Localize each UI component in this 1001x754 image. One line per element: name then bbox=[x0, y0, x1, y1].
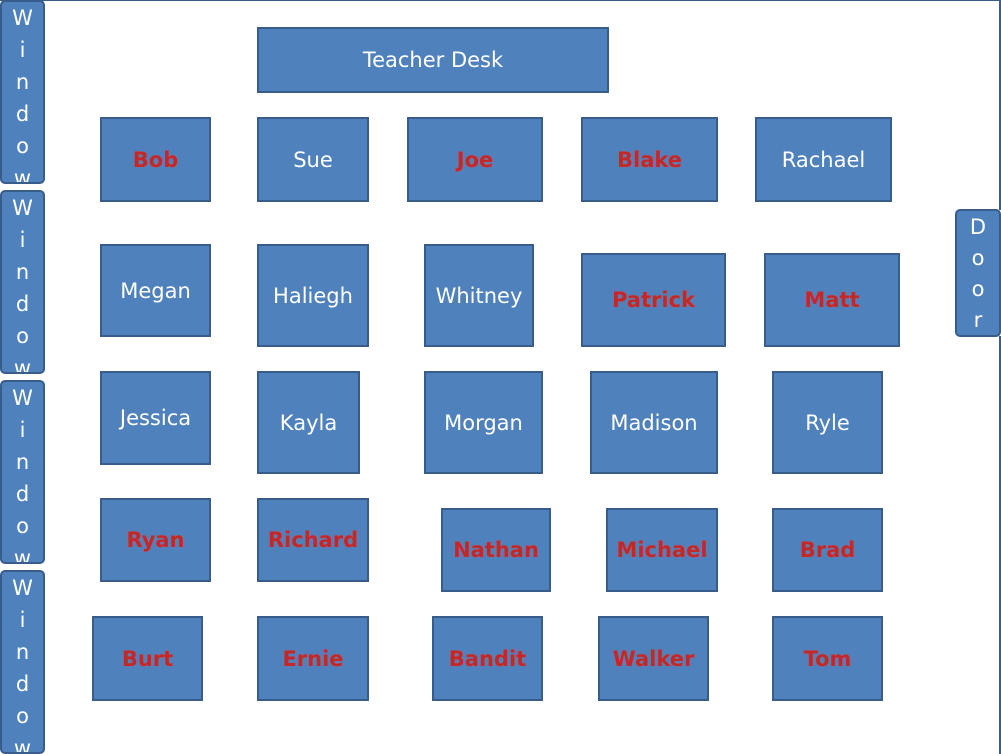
window-letter: o bbox=[16, 134, 29, 158]
student-desk: Rachael bbox=[755, 117, 892, 202]
window-letter: i bbox=[19, 38, 26, 62]
window-letter: W bbox=[12, 196, 33, 220]
student-desk: Patrick bbox=[581, 253, 726, 347]
student-desk: Matt bbox=[764, 253, 900, 347]
teacher-desk: Teacher Desk bbox=[257, 27, 609, 93]
student-desk: Sue bbox=[257, 117, 369, 202]
door-letter: r bbox=[973, 307, 983, 332]
door: D o o r bbox=[955, 209, 1001, 337]
student-desk: Jessica bbox=[100, 371, 211, 465]
student-desk: Richard bbox=[257, 498, 369, 582]
student-desk: Bob bbox=[100, 117, 211, 202]
window-letter: d bbox=[15, 672, 30, 696]
window-4: W i n d o w bbox=[0, 570, 45, 754]
window-letter: o bbox=[16, 704, 29, 728]
student-desk: Michael bbox=[606, 508, 718, 592]
student-desk: Burt bbox=[92, 616, 203, 701]
room-right-border-lower bbox=[999, 336, 1001, 754]
student-desk: Ryle bbox=[772, 371, 883, 474]
student-desk: Morgan bbox=[424, 371, 543, 474]
window-letter: w bbox=[13, 166, 32, 184]
door-letter: o bbox=[971, 276, 985, 301]
room-right-border bbox=[999, 0, 1001, 210]
window-letter: n bbox=[15, 640, 30, 664]
window-letter: W bbox=[12, 6, 33, 30]
window-letter: d bbox=[15, 482, 30, 506]
door-letter: o bbox=[971, 245, 985, 270]
window-letter: w bbox=[13, 736, 32, 754]
student-desk: Bandit bbox=[432, 616, 543, 701]
window-letter: d bbox=[15, 102, 30, 126]
door-letter: D bbox=[969, 214, 987, 239]
student-desk: Haliegh bbox=[257, 244, 369, 347]
student-desk: Madison bbox=[590, 371, 718, 474]
window-letter: i bbox=[19, 608, 26, 632]
window-letter: n bbox=[15, 450, 30, 474]
window-letter: W bbox=[12, 576, 33, 600]
student-desk: Nathan bbox=[441, 508, 551, 592]
student-desk: Brad bbox=[772, 508, 883, 592]
window-3: W i n d o w bbox=[0, 380, 45, 564]
window-letter: o bbox=[16, 324, 29, 348]
window-letter: W bbox=[12, 386, 33, 410]
window-letter: i bbox=[19, 228, 26, 252]
student-desk: Whitney bbox=[424, 244, 534, 347]
window-letter: o bbox=[16, 514, 29, 538]
window-letter: w bbox=[13, 546, 32, 564]
student-desk: Walker bbox=[598, 616, 709, 701]
student-desk: Blake bbox=[581, 117, 718, 202]
window-letter: n bbox=[15, 70, 30, 94]
student-desk: Tom bbox=[772, 616, 883, 701]
window-letter: d bbox=[15, 292, 30, 316]
student-desk: Ernie bbox=[257, 616, 369, 701]
student-desk: Megan bbox=[100, 244, 211, 337]
student-desk: Ryan bbox=[100, 498, 211, 582]
student-desk: Kayla bbox=[257, 371, 360, 474]
student-desk: Joe bbox=[407, 117, 543, 202]
window-letter: w bbox=[13, 356, 32, 374]
room-top-border bbox=[0, 0, 1001, 1]
window-letter: n bbox=[15, 260, 30, 284]
window-2: W i n d o w bbox=[0, 190, 45, 374]
window-letter: i bbox=[19, 418, 26, 442]
window-1: W i n d o w bbox=[0, 0, 45, 184]
